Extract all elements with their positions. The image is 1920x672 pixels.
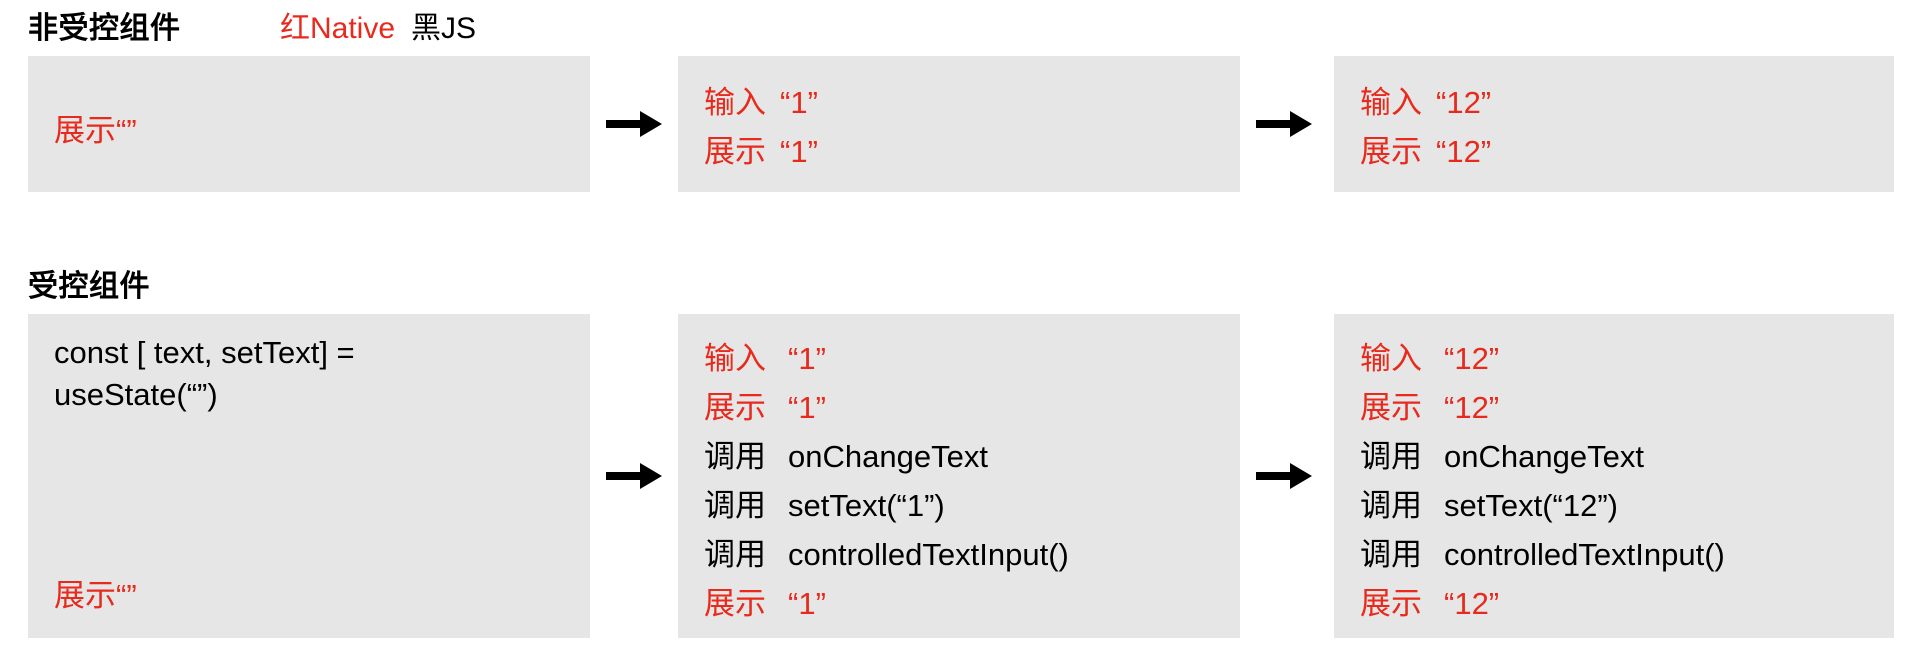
event-line: 调用 setText(“1”): [704, 481, 1069, 530]
right-arrow-icon: [606, 107, 662, 141]
event-line-value: “12”: [1444, 586, 1500, 621]
event-line-value: setText(“1”): [788, 488, 945, 523]
legend-native-label: 红Native: [280, 12, 396, 45]
event-line-value: controlledTextInput(): [1444, 537, 1725, 572]
event-line: 输入 “1”: [704, 78, 818, 127]
right-arrow-icon: [606, 459, 662, 493]
event-line-value: “12”: [1444, 390, 1500, 425]
event-line-value: onChangeText: [788, 439, 988, 474]
event-line-label: 输入: [704, 85, 766, 120]
event-line-label: 调用: [704, 537, 766, 572]
event-line-value: setText(“12”): [1444, 488, 1618, 523]
panel-uncontrolled-initial: 展示“”: [28, 56, 590, 192]
event-line: 调用 onChangeText: [1360, 432, 1725, 481]
event-line-label: 展示: [1360, 390, 1422, 425]
section-title-controlled: 受控组件: [28, 270, 150, 303]
legend-js-label: 黑JS: [411, 12, 477, 45]
event-line: 输入 “1”: [704, 334, 1069, 383]
panel-text-block: 展示“”: [54, 106, 137, 155]
state-line: 展示“”: [54, 578, 137, 613]
event-line-value: controlledTextInput(): [788, 537, 1069, 572]
event-line-label: 输入: [1360, 341, 1422, 376]
event-line-label: 调用: [1360, 439, 1422, 474]
panel-text-block: 输入 “12” 展示 “12” 调用 onChangeText 调用 setText(“…: [1360, 334, 1725, 628]
section-title-uncontrolled: 非受控组件: [28, 12, 181, 45]
event-line-label: 输入: [1360, 85, 1422, 120]
panel-uncontrolled-type-12: 输入 “12” 展示 “12”: [1334, 56, 1894, 192]
event-line-value: “1”: [788, 341, 826, 376]
event-line: 输入 “12”: [1360, 78, 1491, 127]
event-line: 展示 “12”: [1360, 127, 1491, 176]
event-line: 展示 “1”: [704, 127, 818, 176]
state-line-label: 展示“”: [54, 113, 137, 148]
event-line-label: 展示: [704, 586, 766, 621]
panel-uncontrolled-type-1: 输入 “1” 展示 “1”: [678, 56, 1240, 192]
panel-controlled-type-1: 输入 “1” 展示 “1” 调用 onChangeText 调用 setText(“1”…: [678, 314, 1240, 638]
event-line-label: 输入: [704, 341, 766, 376]
event-line-label: 调用: [704, 439, 766, 474]
event-line-value: onChangeText: [1444, 439, 1644, 474]
panel-text-block: 输入 “1” 展示 “1”: [704, 78, 818, 176]
right-arrow-icon: [1256, 459, 1312, 493]
event-line: 调用 controlledTextInput(): [1360, 530, 1725, 579]
event-line-value: “1”: [780, 134, 818, 169]
event-line-value: “12”: [1436, 134, 1492, 169]
event-line-value: “12”: [1444, 341, 1500, 376]
event-line: 调用 onChangeText: [704, 432, 1069, 481]
event-line-value: “1”: [780, 85, 818, 120]
event-line-label: 展示: [1360, 586, 1422, 621]
panel-text-block: 输入 “12” 展示 “12”: [1360, 78, 1491, 176]
event-line: 输入 “12”: [1360, 334, 1725, 383]
event-line-label: 展示: [704, 390, 766, 425]
panel-controlled-type-12: 输入 “12” 展示 “12” 调用 onChangeText 调用 setText(“…: [1334, 314, 1894, 638]
event-line-value: “12”: [1436, 85, 1492, 120]
event-line-label: 调用: [1360, 488, 1422, 523]
event-line-label: 调用: [704, 488, 766, 523]
event-line-label: 展示: [704, 134, 766, 169]
event-line: 展示 “12”: [1360, 383, 1725, 432]
event-line: 展示 “1”: [704, 383, 1069, 432]
legend: 红Native 黑JS: [280, 14, 476, 44]
event-line-value: “1”: [788, 390, 826, 425]
event-line-value: “1”: [788, 586, 826, 621]
event-line: 展示 “12”: [1360, 579, 1725, 628]
event-line-label: 展示: [1360, 134, 1422, 169]
panel-controlled-initial: const [ text, setText] = useState(“”) 展示…: [28, 314, 590, 638]
event-line: 调用 controlledTextInput(): [704, 530, 1069, 579]
right-arrow-icon: [1256, 107, 1312, 141]
event-line: 展示 “1”: [704, 579, 1069, 628]
panel-text-block: 输入 “1” 展示 “1” 调用 onChangeText 调用 setText(“1”…: [704, 334, 1069, 628]
state-line: 展示“”: [54, 106, 137, 155]
usestate-code-snippet: const [ text, setText] = useState(“”): [54, 335, 355, 412]
event-line: 调用 setText(“12”): [1360, 481, 1725, 530]
event-line-label: 调用: [1360, 537, 1422, 572]
